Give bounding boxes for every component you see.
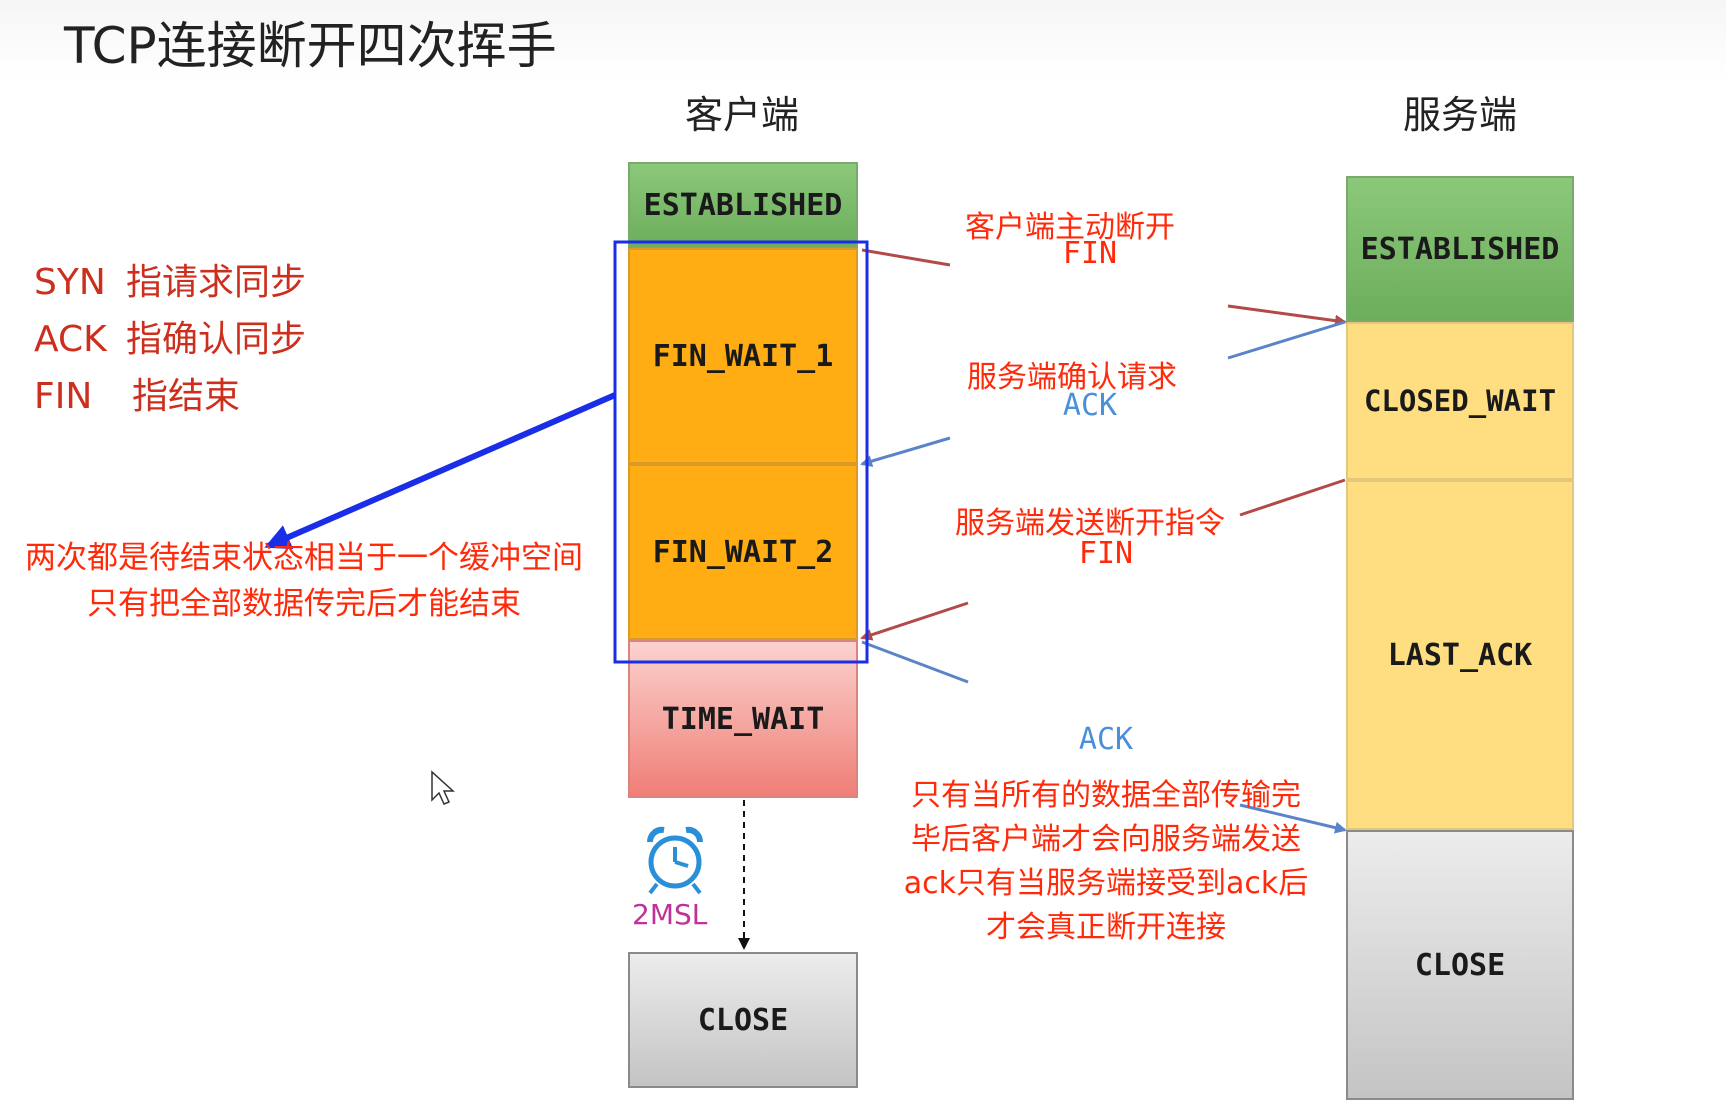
client-state-established: ESTABLISHED [628,162,858,248]
msg3-title: 服务端发送断开指令 [955,506,1225,541]
title-bar: TCP连接断开四次挥手 [0,0,1726,82]
msg3-flag: FIN [1078,536,1134,571]
server-header: 服务端 [1402,93,1517,137]
legend-desc: 指确认同步 [126,319,307,360]
client-state-fin-wait-1: FIN_WAIT_1 [628,248,858,464]
mouse-cursor-icon [431,770,455,805]
msg1-flag: FIN [1062,236,1118,271]
client-header: 客户端 [684,93,799,137]
note-pointer-arrow [264,392,617,550]
fin-arrow-segment-2 [1227,304,1347,327]
msg1-title: 客户端主动断开 [965,210,1175,245]
ack2-arrow-segment-2 [1239,803,1347,834]
msg4-note-line-3: ack只有当服务端接受到ack后 [903,866,1309,901]
client-state-close: CLOSE [628,952,858,1088]
wait-note-line-2: 只有把全部数据传完后才能结束 [87,586,521,622]
fin-arrow-segment-1 [861,248,951,267]
msg2-title: 服务端确认请求 [967,360,1177,395]
legend-row-fin: FIN 指结束 [34,368,306,425]
legend: SYN 指请求同步 ACK 指确认同步 FIN 指结束 [34,254,306,425]
legend-desc: 指请求同步 [126,262,307,303]
fin2-arrow-segment-1 [1239,478,1346,517]
alarm-clock-icon [646,826,704,895]
msg2-flag: ACK [1062,388,1118,423]
ack2-arrow-segment-1 [861,640,969,684]
legend-key: ACK [34,319,107,360]
client-state-time-wait: TIME_WAIT [628,640,858,798]
legend-desc: 指结束 [132,376,241,417]
fin2-arrow-segment-2 [860,601,969,641]
legend-row-syn: SYN 指请求同步 [34,254,306,311]
legend-key: FIN [34,376,93,417]
client-state-fin-wait-2: FIN_WAIT_2 [628,464,858,640]
page-title: TCP连接断开四次挥手 [64,17,557,75]
timer-label: 2MSL [632,898,708,931]
msg4-note-line-1: 只有当所有的数据全部传输完 [911,778,1301,813]
legend-key: SYN [34,262,106,303]
msg4-note-line-4: 才会真正断开连接 [986,910,1226,945]
server-state-last-ack: LAST_ACK [1346,480,1574,830]
ack-arrow-segment-2 [860,436,951,467]
legend-row-ack: ACK 指确认同步 [34,311,306,368]
msg4-note-line-2: 毕后客户端才会向服务端发送 [911,822,1301,857]
server-state-closed-wait: CLOSED_WAIT [1346,322,1574,480]
fin-wait-highlight-box [613,240,869,664]
server-state-established: ESTABLISHED [1346,176,1574,322]
msg4-flag: ACK [1078,722,1134,757]
wait-note-line-1: 两次都是待结束状态相当于一个缓冲空间 [25,540,583,576]
server-state-close: CLOSE [1346,830,1574,1100]
ack-arrow-segment-1 [1227,320,1346,360]
